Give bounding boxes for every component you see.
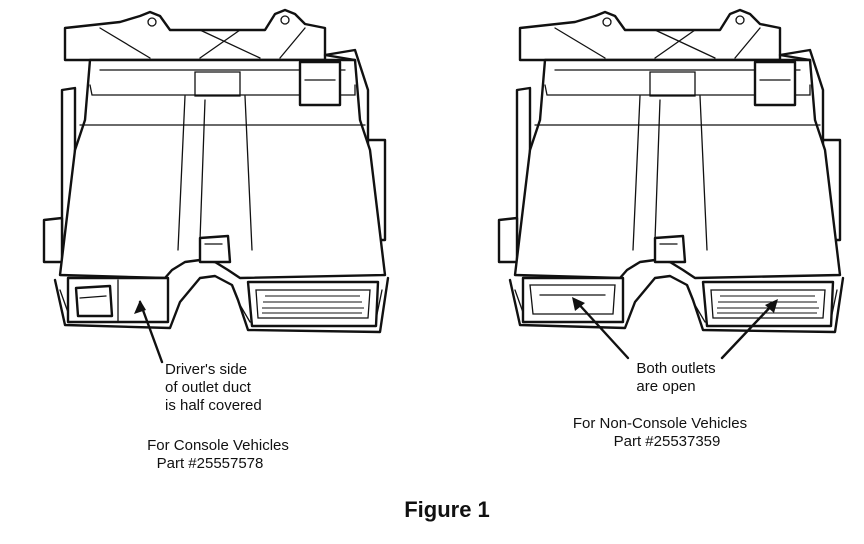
right-caption-line-1: For Non-Console Vehicles <box>573 415 747 432</box>
left-callout-arrowhead <box>134 300 146 314</box>
right-callout-arrow-left <box>573 298 630 360</box>
left-callout-line-2: of outlet duct <box>165 379 252 396</box>
right-callout-arrowhead-right <box>765 299 778 313</box>
right-callout-line-2: are open <box>636 378 695 395</box>
left-callout-line-3: is half covered <box>165 397 262 414</box>
right-caption-line-2: Part #25537359 <box>614 433 721 450</box>
left-caption-line-1: For Console Vehicles <box>147 437 289 454</box>
right-callout-arrowhead-left <box>572 297 585 311</box>
console-duct-drawing <box>42 8 390 334</box>
right-callout-line-1: Both outlets <box>636 360 715 377</box>
non-console-duct-drawing <box>497 8 845 334</box>
left-callout-line-1: Driver's side <box>165 361 247 378</box>
figure-title: Figure 1 <box>404 497 490 522</box>
left-callout-arrow <box>138 300 164 364</box>
left-caption-line-2: Part #25557578 <box>157 455 264 472</box>
right-callout-arrow-right <box>720 300 777 360</box>
